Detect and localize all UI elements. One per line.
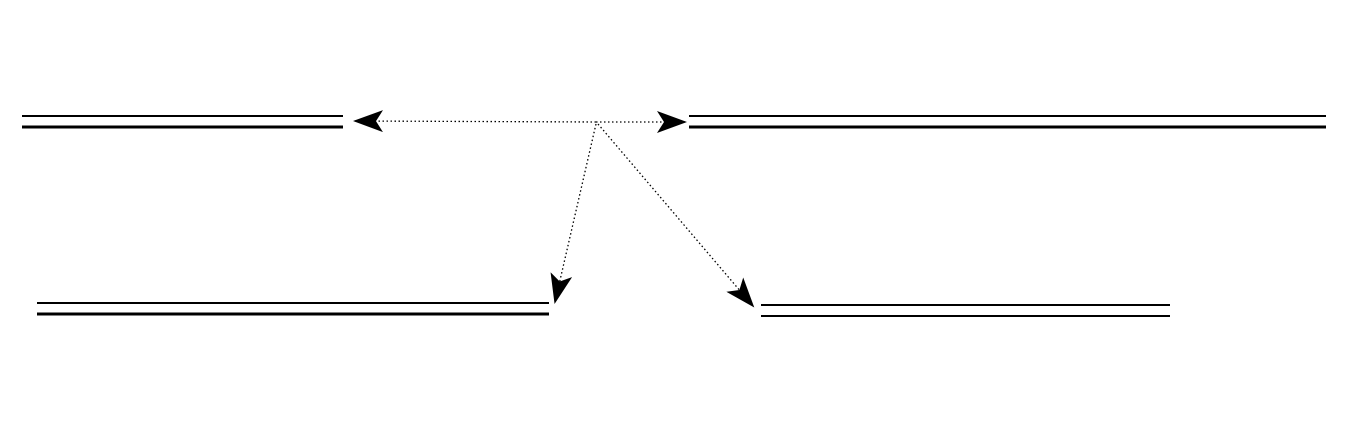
arrow-to-top-left (353, 110, 597, 133)
arrow-to-bottom-right (597, 123, 755, 308)
double-line-segment-top-right (689, 115, 1326, 129)
double-line-segment-bottom-left (37, 302, 549, 316)
double-line-segment-bottom-right (761, 304, 1170, 317)
arrow-group (353, 110, 755, 308)
double-line-segment-top-left (22, 115, 343, 129)
arrow-to-bottom-left (550, 123, 597, 304)
